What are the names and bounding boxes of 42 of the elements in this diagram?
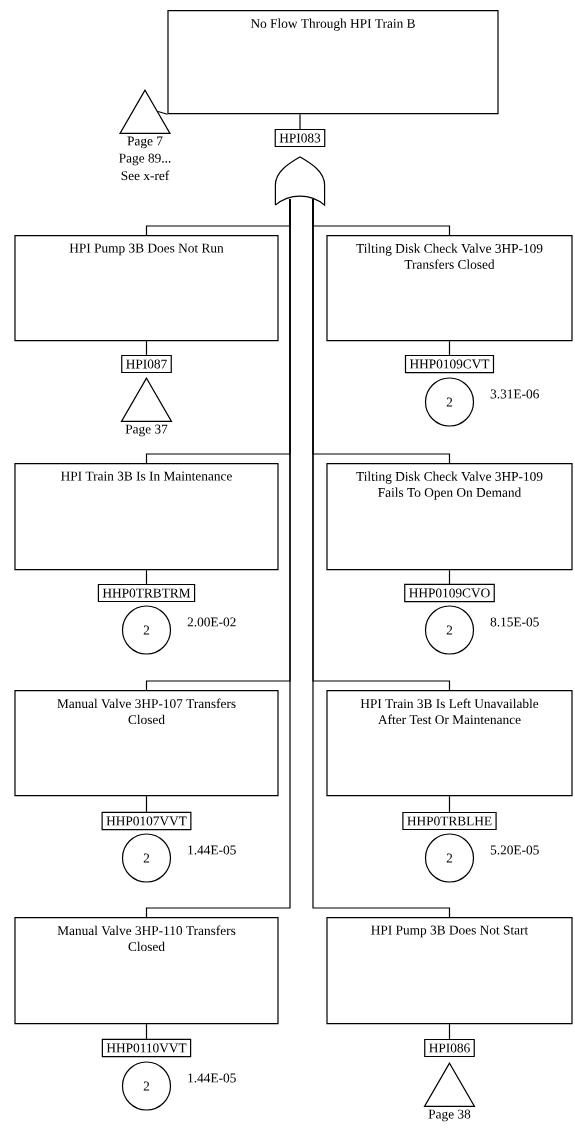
connector-line	[145, 340, 148, 356]
probability-label: 5.20E-05	[490, 845, 539, 855]
event-box: Manual Valve 3HP-110 Transfers Closed	[14, 917, 279, 1025]
probability-label: 1.44E-05	[188, 1073, 236, 1083]
or-gate	[274, 156, 326, 206]
event-box: HPI Pump 3B Does Not Start	[326, 917, 573, 1025]
connector-line	[448, 1023, 451, 1040]
connector-line	[312, 198, 451, 918]
event-id-box: HHP0TRBTRM	[97, 583, 196, 603]
event-id-box: HHP0107VVT	[101, 811, 192, 831]
connector-line	[448, 795, 451, 813]
page-reference: Page 89...	[119, 153, 171, 166]
connector-line	[145, 1023, 148, 1040]
connector-line	[157, 110, 168, 115]
event-id-box: HHP0TRBLHE	[402, 811, 497, 831]
event-id-box: HPI086	[424, 1038, 475, 1058]
top-event-box: No Flow Through HPI Train B	[167, 10, 499, 115]
event-box: Manual Valve 3HP-107 Transfers Closed	[14, 690, 279, 797]
event-box: Tilting Disk Check Valve 3HP-109 Transfers Closed	[326, 235, 573, 342]
probability-label: 8.15E-05	[490, 617, 539, 627]
page-reference: Page 7	[127, 136, 163, 149]
connector-line	[145, 569, 148, 585]
event-box: HPI Train 3B Is In Maintenance	[14, 463, 279, 571]
probability-label: 3.31E-06	[490, 389, 539, 399]
page-reference: See x-ref	[121, 170, 170, 181]
event-box: HPI Train 3B Is Left Unavailable After Test Or Maintenance	[326, 690, 573, 797]
probability-label: 1.44E-05	[188, 845, 236, 855]
event-box: HPI Pump 3B Does Not Run	[14, 235, 279, 342]
connector-line	[145, 198, 291, 918]
page-reference: Page 38	[428, 1109, 471, 1122]
connector-line	[448, 340, 451, 356]
connector-line	[299, 113, 301, 130]
connector-line	[448, 569, 451, 585]
connector-line	[145, 795, 148, 813]
event-id-box: HPI083	[274, 128, 326, 148]
probability-label: 2.00E-02	[187, 617, 236, 627]
event-id-box: HPI087	[121, 354, 172, 374]
event-id-box: HHP0109CVT	[404, 354, 495, 374]
page-reference: Page 37	[125, 424, 168, 437]
event-id-box: HHP0110VVT	[101, 1038, 192, 1058]
event-box: Tilting Disk Check Valve 3HP-109 Fails To Open On Demand	[326, 463, 573, 571]
event-id-box: HHP0109CVO	[404, 583, 495, 603]
